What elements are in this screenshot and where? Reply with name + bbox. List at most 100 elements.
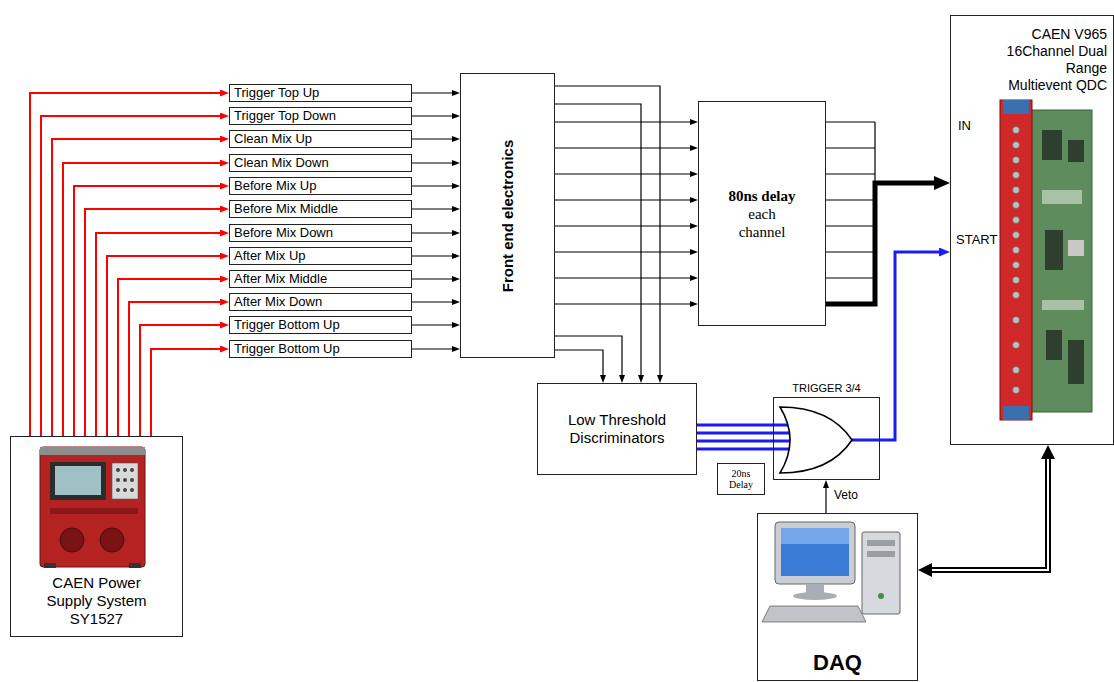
connector (52, 139, 220, 436)
connector (697, 433, 773, 434)
connector (555, 174, 690, 175)
connector-line (412, 115, 452, 116)
edge-label: Veto (832, 488, 860, 502)
connector (555, 200, 690, 201)
channel-box: After Mix Down (229, 293, 412, 311)
rack-button (116, 478, 120, 482)
connector (932, 459, 1048, 570)
connector-line (412, 301, 452, 302)
computer-picture (762, 522, 900, 622)
module-title: CAEN V965 16Channel Dual Range Multieven… (1002, 26, 1107, 94)
connector (697, 449, 773, 450)
keyboard (762, 606, 866, 622)
connector-line (697, 432, 773, 435)
module-chip (1042, 130, 1062, 160)
channel-box: Before Mix Up (229, 177, 412, 195)
connector-line (932, 459, 1048, 570)
rack-button (123, 468, 127, 472)
connector-line (555, 199, 690, 200)
box-title: Low Threshold Discriminators (552, 411, 682, 447)
monitor-stand (806, 584, 824, 593)
connector (555, 86, 660, 375)
channel-name: Trigger Top Down (234, 108, 336, 124)
module-chip (1046, 330, 1062, 360)
box-title: each channel (727, 205, 797, 241)
delay-box: 80ns delayeach channel (698, 101, 826, 326)
connector (412, 233, 452, 234)
trigger-heading: TRIGGER 3/4 (754, 382, 899, 395)
connector-line (85, 209, 220, 436)
connector-line (555, 121, 690, 122)
drive-slot (867, 551, 895, 557)
connector-line (826, 183, 934, 304)
connector-line (107, 256, 220, 436)
channel-box: Before Mix Middle (229, 200, 412, 218)
daq-box: DAQ (757, 513, 918, 681)
qdc-module-picture (1000, 100, 1092, 420)
channel-name: Clean Mix Up (234, 131, 312, 147)
rack-panel (50, 462, 106, 500)
channel-name: After Mix Middle (234, 271, 327, 287)
connector (555, 336, 622, 375)
module-handle (1003, 406, 1029, 420)
connector-line (96, 233, 220, 436)
delay-tag-box: 20ns Delay (717, 463, 765, 495)
monitor-base (793, 592, 837, 600)
channel-name: Before Mix Up (234, 178, 316, 194)
channel-box: After Mix Middle (229, 270, 412, 288)
drive-slot (867, 540, 895, 546)
channel-box: Clean Mix Up (229, 130, 412, 148)
rack-speaker (100, 528, 124, 552)
channel-box: After Mix Up (229, 247, 412, 265)
module-connectors (1013, 127, 1020, 394)
module-chip (1042, 190, 1082, 204)
channel-name: Clean Mix Down (234, 155, 329, 171)
rack-button (123, 488, 127, 492)
channel-box: Clean Mix Down (229, 154, 412, 172)
connector (107, 256, 220, 436)
connector-line (880, 252, 939, 440)
connector (412, 209, 452, 210)
channel-name: Before Mix Middle (234, 201, 338, 217)
module-chip (1042, 300, 1084, 310)
connector-line (118, 279, 220, 436)
discriminator-box: Low Threshold Discriminators (537, 383, 697, 475)
channel-name: Trigger Bottom Up (234, 341, 340, 357)
power-light (878, 593, 884, 599)
connector-line (74, 186, 220, 436)
connector (555, 104, 641, 375)
trigger-box: TRIGGER 3/4 (773, 397, 880, 480)
connector-line (555, 303, 690, 304)
module-chip (1045, 230, 1063, 270)
channel-name: Trigger Bottom Up (234, 317, 340, 333)
rack-button (116, 468, 120, 472)
connector (412, 256, 452, 257)
module-front-panel (1000, 100, 1032, 420)
rack-keypad (112, 463, 138, 499)
connector (555, 278, 690, 279)
rack-rim (40, 447, 145, 455)
rack-chassis (40, 447, 145, 567)
connector (412, 279, 452, 280)
monitor-sky (781, 528, 849, 544)
connector-line (412, 348, 452, 349)
rack-button (130, 468, 134, 472)
connector (96, 233, 220, 436)
connector (30, 93, 220, 436)
connector (826, 183, 934, 304)
qdc-module-box: CAEN V965 16Channel Dual Range Multieven… (950, 15, 1114, 445)
connector-line (555, 251, 690, 252)
connector (41, 116, 220, 436)
connector-line (412, 162, 452, 163)
connector-line (41, 116, 220, 436)
channel-name: After Mix Down (234, 294, 322, 310)
connector (555, 148, 690, 149)
rack-foot (129, 563, 141, 568)
connector-line (412, 278, 452, 279)
channel-name: Trigger Top Up (234, 85, 319, 101)
port-label: START (954, 232, 999, 248)
connector (412, 93, 452, 94)
channel-name: Before Mix Down (234, 225, 333, 241)
